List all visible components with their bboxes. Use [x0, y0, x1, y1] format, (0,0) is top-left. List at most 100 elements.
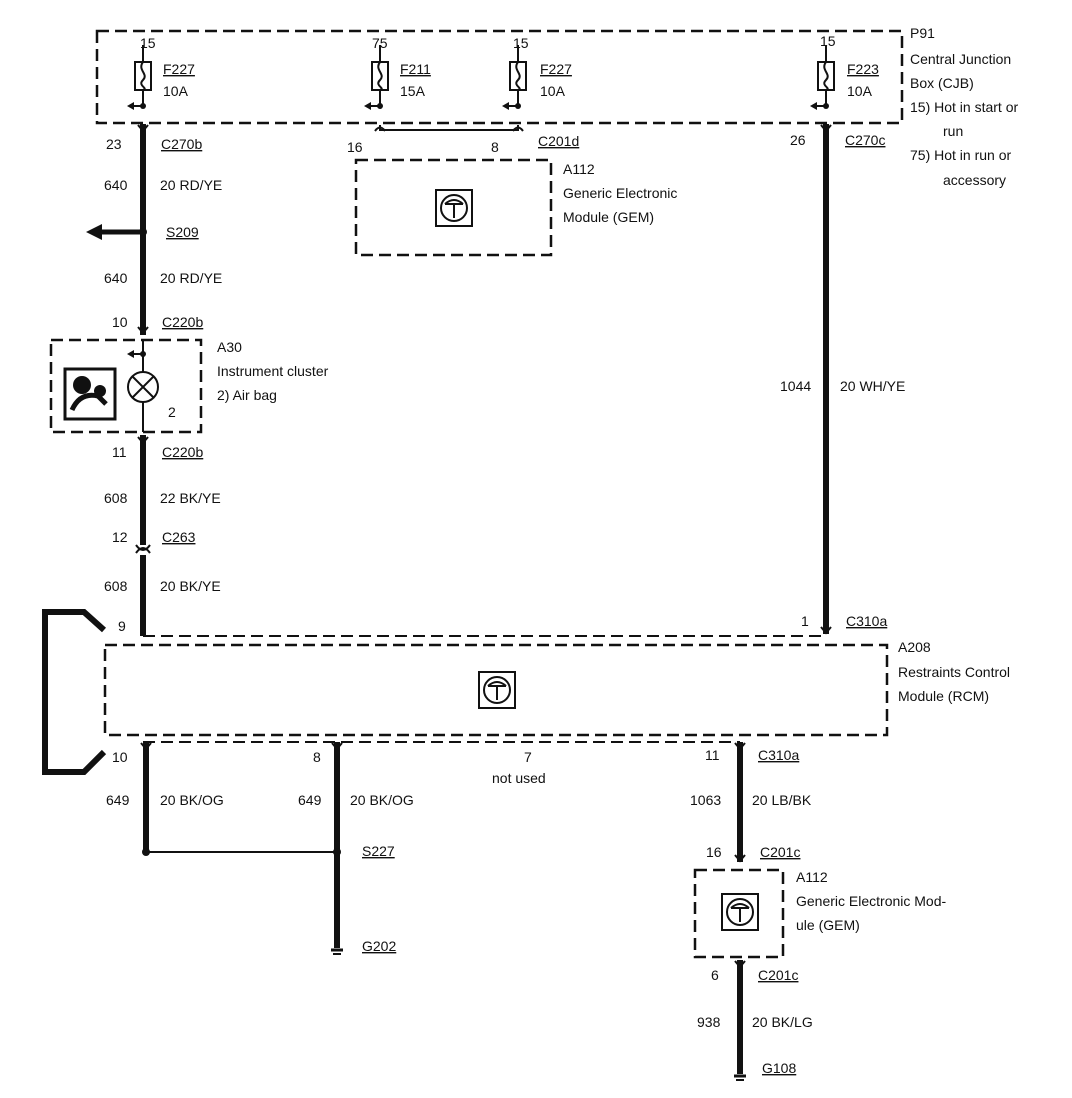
fuse-amp: 10A — [540, 83, 566, 99]
connector-label: C263 — [162, 529, 196, 545]
cluster-id: A30 — [217, 339, 242, 355]
gem-title: Generic Electronic Mod- — [796, 893, 947, 909]
fuse-name: F223 — [847, 61, 879, 77]
fuse-f211 — [363, 45, 389, 111]
pin-label: 8 — [313, 749, 321, 765]
wire-label: 20 RD/YE — [160, 177, 222, 193]
pin-label: 8 — [491, 139, 499, 155]
wire-label: 20 BK/YE — [160, 578, 221, 594]
ground-label: G202 — [362, 938, 396, 954]
cjb-pin: 15 — [820, 33, 836, 49]
not-used-label: not used — [492, 770, 546, 786]
pin-label: 12 — [112, 529, 128, 545]
connector-label: C220b — [162, 314, 203, 330]
arrow-left-icon — [501, 101, 519, 111]
circuit-label: 1044 — [780, 378, 811, 394]
wire-label: 20 BK/OG — [160, 792, 224, 808]
connector-label: C220b — [162, 444, 203, 460]
circuit-label: 608 — [104, 490, 128, 506]
gem-title: ule (GEM) — [796, 917, 860, 933]
instrument-cluster: 2 — [49, 338, 203, 434]
arrow-left-icon — [126, 101, 144, 111]
connector-label: C310a — [758, 747, 799, 763]
fuse-name: F227 — [540, 61, 572, 77]
ground-branch — [140, 742, 343, 955]
connector-label: C201d — [538, 133, 579, 149]
circuit-label: 649 — [106, 792, 130, 808]
arrow-left-icon — [126, 349, 144, 359]
module-icon — [721, 893, 759, 931]
circuit-label: 640 — [104, 270, 128, 286]
cjb-id: P91 — [910, 25, 935, 41]
fuse-amp: 10A — [847, 83, 873, 99]
cjb-note: run — [943, 123, 963, 139]
right-wire — [820, 124, 832, 634]
gem-id: A112 — [563, 161, 595, 177]
pin-label: 1 — [801, 613, 809, 629]
fuse-amp: 10A — [163, 83, 189, 99]
cjb-pin: 75 — [372, 35, 388, 51]
wire-label: 20 RD/YE — [160, 270, 222, 286]
module-icon — [435, 189, 473, 227]
wire-label: 20 BK/LG — [752, 1014, 813, 1030]
splice-label: S209 — [166, 224, 199, 240]
ground-icon — [331, 948, 343, 955]
cjb-pin: 15 — [140, 35, 156, 51]
rcm-title: Restraints Control — [898, 664, 1010, 680]
fuse-f223 — [809, 45, 835, 111]
cjb-note: 15) Hot in start or — [910, 99, 1018, 115]
wire-label: 20 LB/BK — [752, 792, 812, 808]
rcm-outline — [103, 643, 889, 737]
module-icon — [478, 671, 516, 709]
connector-label: C310a — [846, 613, 887, 629]
shorting-bar-icon — [42, 609, 107, 775]
pin-label: 23 — [106, 136, 122, 152]
cluster-outline — [49, 338, 203, 434]
pin-label: 11 — [705, 747, 720, 763]
pin-label: 10 — [112, 749, 128, 765]
pin-label: 11 — [112, 444, 127, 460]
cjb-note: 75) Hot in run or — [910, 147, 1011, 163]
lamp-pin-label: 2 — [168, 404, 176, 420]
gem-bottom — [693, 742, 785, 1081]
cjb-outline — [95, 29, 904, 125]
gem-outline — [354, 158, 553, 257]
connector-label: C270b — [161, 136, 202, 152]
wire-label: 20 WH/YE — [840, 378, 905, 394]
pin-label: 9 — [118, 618, 126, 634]
fuse-icon — [371, 61, 389, 91]
wire-label: 20 BK/OG — [350, 792, 414, 808]
pin-label: 26 — [790, 132, 806, 148]
left-wire — [86, 124, 151, 636]
connector-label: C201c — [758, 967, 798, 983]
cjb-note: accessory — [943, 172, 1006, 188]
cluster-title: Instrument cluster — [217, 363, 329, 379]
circuit-label: 640 — [104, 177, 128, 193]
airbag-icon — [63, 367, 117, 421]
pin-label: 16 — [347, 139, 363, 155]
arrow-left-icon — [363, 101, 381, 111]
cjb-title: Central Junction — [910, 51, 1011, 67]
fuse-icon — [134, 61, 152, 91]
restraints-control-module — [42, 609, 889, 775]
gem-title: Module (GEM) — [563, 209, 654, 225]
connector-label: C270c — [845, 132, 885, 148]
connector-label: C201c — [760, 844, 800, 860]
pin-label: 16 — [706, 844, 722, 860]
gem-title: Generic Electronic — [563, 185, 677, 201]
ground-label: G108 — [762, 1060, 796, 1076]
rcm-title: Module (RCM) — [898, 688, 989, 704]
fuse-f227-right — [501, 45, 527, 111]
fuse-name: F211 — [400, 61, 431, 77]
cjb-pin: 15 — [513, 35, 529, 51]
fuse-f227-left — [126, 45, 152, 111]
pin-label: 10 — [112, 314, 128, 330]
central-junction-box: 15 75 15 15 F227 10A F211 15A F227 10A F… — [95, 25, 1018, 188]
fuse-icon — [817, 61, 835, 91]
cluster-note: 2) Air bag — [217, 387, 277, 403]
wire-label: 22 BK/YE — [160, 490, 221, 506]
gem-id: A112 — [796, 869, 828, 885]
arrow-left-icon — [86, 224, 102, 240]
pin-label: 6 — [711, 967, 719, 983]
